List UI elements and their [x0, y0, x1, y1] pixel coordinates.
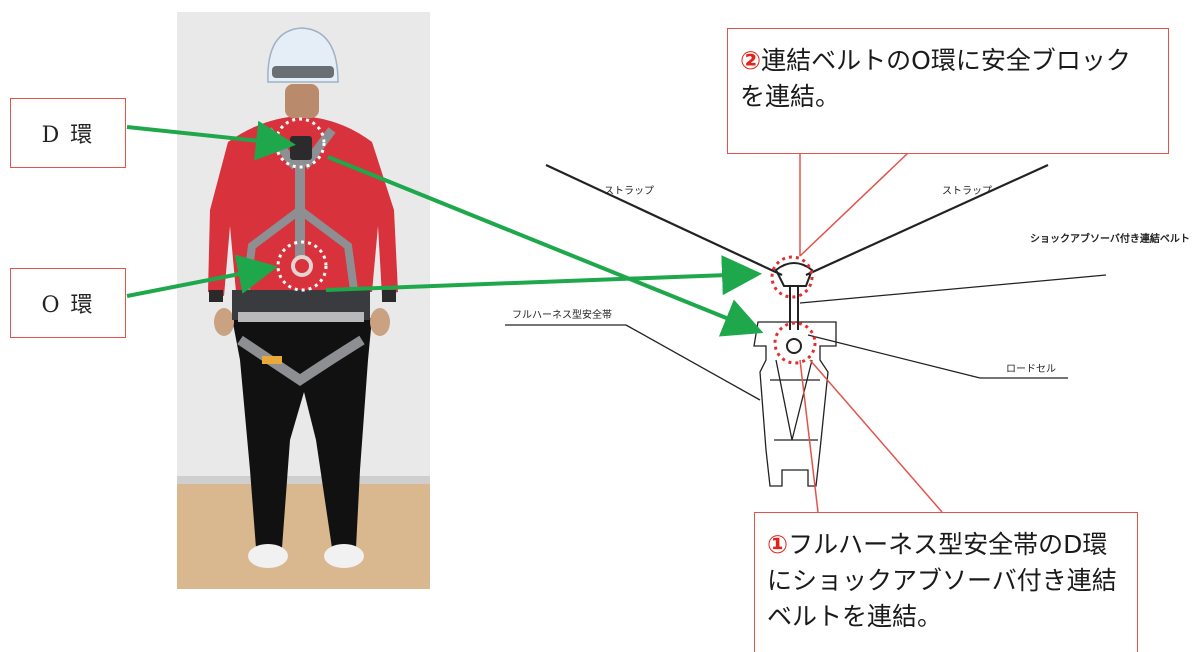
arrow-oring-to-diagram	[325, 255, 762, 296]
note1-pointer-left	[799, 359, 819, 513]
arrow-dring-label	[126, 120, 296, 161]
harness-belt-band	[238, 312, 364, 322]
right-hand	[370, 308, 390, 336]
note-2-callout: ②連結ベルトのO環に安全ブロック を連結。	[727, 28, 1169, 154]
d-ring-dotted-circle	[274, 117, 326, 169]
worker-pants	[232, 318, 372, 548]
o-ring-dotted-circle	[276, 240, 328, 292]
note-1-line-2: にショックアブソーバ付き連結	[767, 566, 1117, 595]
note-2-text-1: 連結ベルトのO環に安全ブロック	[761, 46, 1131, 75]
harness-leg-straps	[237, 335, 365, 387]
note-1-line-3: ベルトを連結。	[767, 602, 943, 631]
hard-hat-strap	[272, 66, 334, 78]
left-glove	[209, 290, 223, 302]
d-ring-plate	[290, 136, 312, 160]
note-1-line-1: ①フルハーネス型安全帯のD環	[767, 527, 1125, 563]
note1-pointer-right	[809, 359, 943, 513]
worker-neck	[285, 84, 319, 118]
diagram-d-ring-circle	[773, 321, 817, 365]
photo-baseboard	[177, 476, 430, 484]
note-1-text-1: フルハーネス型安全帯のD環	[788, 530, 1108, 559]
loadcell-leader	[807, 334, 981, 379]
harness-body-outline	[753, 321, 837, 487]
shock-belt-connector	[774, 262, 814, 287]
photo-floor	[177, 482, 430, 589]
right-glove	[382, 290, 396, 302]
left-hand	[214, 308, 234, 336]
label-full-harness: フルハーネス型安全帯	[512, 308, 612, 321]
left-shoe	[248, 544, 288, 568]
note2-pointer-right	[799, 152, 909, 257]
d-ring-label-box: D 環	[10, 98, 126, 168]
label-load-cell: ロードセル	[1006, 363, 1056, 375]
label-shock-belt: ショックアブソーバ付き連結ベルト	[1030, 232, 1190, 245]
note-2-line-1: ②連結ベルトのO環に安全ブロック	[740, 43, 1156, 79]
right-shoe	[324, 544, 364, 568]
o-ring-label: O 環	[41, 293, 95, 318]
harness-leader-diag	[625, 324, 761, 401]
note-1-number: ①	[767, 530, 789, 559]
leg-strap-tag	[262, 356, 282, 364]
note-1-callout: ①フルハーネス型安全帯のD環 にショックアブソーバ付き連結 ベルトを連結。	[754, 512, 1138, 652]
strap-line-right	[805, 163, 1049, 277]
note-2-line-2: を連結。	[740, 82, 841, 111]
diagram-d-ring	[786, 338, 802, 354]
harness-line-diagram	[505, 163, 1107, 487]
shock-belt-leader	[799, 274, 1107, 304]
o-ring-metal	[291, 255, 313, 277]
label-strap-right: ストラップ	[942, 185, 992, 197]
d-ring-label: D 環	[41, 123, 95, 148]
o-ring-label-box: O 環	[10, 268, 126, 338]
diagram-o-ring-circle	[770, 255, 814, 299]
label-strap-left: ストラップ	[604, 185, 654, 197]
harness-photo: ストラップ ストラップ ショックアブソーバ付き連結ベルト フルハーネス型安全帯 …	[126, 12, 1190, 589]
arrow-dring-to-diagram	[327, 155, 764, 337]
harness-inner-straps	[770, 359, 820, 441]
note-2-number: ②	[740, 46, 762, 75]
arrow-oring-label	[126, 254, 278, 298]
